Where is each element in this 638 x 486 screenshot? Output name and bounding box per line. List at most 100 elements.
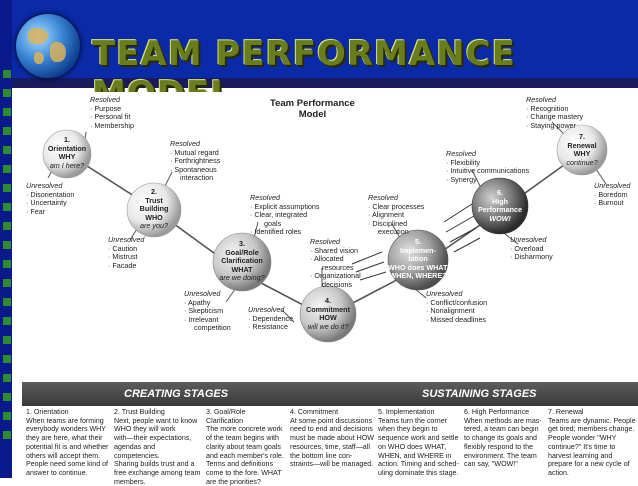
- resolved-item: · Clear, integrated: [250, 210, 308, 220]
- unresolved-label: Unresolved: [594, 181, 631, 190]
- square-bullet: [3, 336, 11, 344]
- resolved-item: · Alignment: [368, 210, 404, 220]
- resolved-label: Resolved: [446, 149, 476, 158]
- motion-line: [355, 261, 385, 273]
- unresolved-item: · Caution: [108, 243, 138, 253]
- stage-4-resolved: Resolved · Shared vision · Allocated res…: [310, 237, 361, 290]
- unresolved-item: competition: [194, 323, 231, 333]
- unresolved-item: · Dependence: [248, 313, 294, 323]
- stage-name-line: High: [492, 196, 508, 206]
- stage-ball-1: [42, 129, 92, 179]
- stage-7-resolved: Resolved · Recognition · Change mastery …: [526, 95, 583, 130]
- unresolved-label: Unresolved: [108, 235, 145, 244]
- square-bullet: [3, 431, 11, 439]
- square-bullet: [3, 165, 11, 173]
- resolved-label: Resolved: [170, 139, 200, 148]
- diagram-heading-line: Model: [298, 109, 327, 120]
- unresolved-label: Unresolved: [184, 289, 221, 298]
- team-performance-diagram: Team Performance Model 1. Orientation WH…: [22, 92, 638, 486]
- unresolved-item: · Fear: [26, 206, 46, 216]
- stage-name-line: 5.: [415, 237, 421, 246]
- stage-ball-3: [212, 232, 272, 292]
- creating-stages-label: CREATING STAGES: [124, 388, 229, 400]
- square-bullet: [3, 374, 11, 382]
- unresolved-item: · Conflict/confusion: [426, 297, 488, 307]
- unresolved-item: · Uncertainty: [26, 198, 67, 208]
- globe-icon: [16, 14, 80, 78]
- stage-name-line: HOW: [319, 313, 337, 323]
- resolved-item: · Personal fit: [90, 112, 131, 122]
- resolved-item: · Synergy: [446, 174, 477, 184]
- globe-land-shape: [28, 28, 48, 44]
- resolved-item: · Clear processes: [368, 201, 425, 211]
- stage-name-line: 2.: [151, 187, 157, 196]
- resolved-label: Resolved: [526, 95, 556, 104]
- resolved-item: · Organizational: [310, 271, 361, 281]
- diagram-path-svg: [42, 121, 608, 343]
- description-5: 5. Implementation Teams turn the corner …: [378, 408, 459, 477]
- resolved-item: · Disciplined: [368, 218, 408, 228]
- stage-ball-4: [299, 285, 357, 343]
- stage-name-line: tation: [408, 254, 428, 264]
- motion-line: [449, 227, 477, 243]
- stage-name-line: Orientation: [47, 143, 87, 153]
- stage-1-unresolved: Unresolved · Disorientation · Uncertaint…: [26, 181, 75, 216]
- square-bullet: [3, 393, 11, 401]
- stage-6-resolved: Resolved · Flexibility · Intuitive commu…: [446, 149, 530, 184]
- stage-name-line: Renewal: [567, 140, 597, 150]
- resolved-item: execution: [378, 227, 409, 237]
- stage-name-line: WOW!: [489, 213, 511, 223]
- square-bullet: [3, 108, 11, 116]
- stage-name-line: Goal/Role: [225, 247, 259, 257]
- stage-name-line: 1.: [64, 135, 70, 144]
- stage-name-line: will we do it?: [307, 321, 349, 331]
- motion-line: [359, 271, 387, 281]
- square-bullet: [3, 355, 11, 363]
- square-bullet: [3, 184, 11, 192]
- stage-name-line: WHO does WHAT,: [388, 262, 449, 272]
- globe-land-shape: [34, 52, 44, 64]
- resolved-label: Resolved: [310, 237, 340, 246]
- stage-name-4: 4. Commitment HOW will we do it?: [304, 296, 352, 331]
- square-bullet: [3, 279, 11, 287]
- sustaining-stages-label: SUSTAINING STAGES: [422, 388, 537, 400]
- resolved-item: · Intuitive communications: [446, 166, 530, 176]
- unresolved-label: Unresolved: [510, 235, 547, 244]
- stage-ball-2: [126, 182, 182, 238]
- stage-1-resolved: Resolved · Purpose · Personal fit · Memb…: [90, 95, 134, 130]
- unresolved-item: · Overload: [510, 243, 544, 253]
- title-bar: [12, 0, 638, 88]
- square-bullet: [3, 260, 11, 268]
- stage-name-line: WHEN, WHERE?: [389, 271, 447, 281]
- unresolved-label: Unresolved: [248, 305, 285, 314]
- stage-name-line: Trust: [145, 195, 163, 205]
- square-bullet: [3, 70, 11, 78]
- stage-name-line: Building: [139, 204, 169, 214]
- stage-5-resolved: Resolved · Clear processes · Alignment ·…: [368, 193, 425, 237]
- stage-2-resolved: Resolved · Mutual regard · Forthrightnes…: [170, 139, 220, 183]
- stage-name-line: 7.: [579, 132, 585, 141]
- square-bullet: [3, 146, 11, 154]
- stage-name-line: WHAT: [231, 264, 253, 274]
- stage-ball-7: [556, 124, 608, 176]
- resolved-label: Resolved: [368, 193, 398, 202]
- square-bullet: [3, 241, 11, 249]
- resolved-item: · Mutual regard: [170, 147, 219, 157]
- resolved-item: · Membership: [90, 120, 134, 130]
- unresolved-item: · Missed deadlines: [426, 314, 486, 324]
- resolved-item: decisions: [322, 279, 352, 289]
- resolved-item: · Allocated: [310, 254, 344, 264]
- resolved-item: resources: [322, 262, 354, 272]
- unresolved-item: · Skepticism: [184, 306, 224, 316]
- unresolved-item: · Disorientation: [26, 189, 75, 199]
- unresolved-item: · Mistrust: [108, 252, 138, 262]
- diagram-heading-line: Team Performance: [270, 98, 355, 109]
- motion-line: [351, 251, 383, 265]
- stage-name-line: Implemen-: [400, 245, 436, 255]
- motion-line: [443, 203, 473, 223]
- stage-name-line: Clarification: [221, 256, 263, 266]
- stage-7-unresolved: Unresolved · Boredom · Burnout: [594, 181, 631, 208]
- stages-band: [22, 382, 638, 406]
- square-bullet: [3, 203, 11, 211]
- square-bullet: [3, 298, 11, 306]
